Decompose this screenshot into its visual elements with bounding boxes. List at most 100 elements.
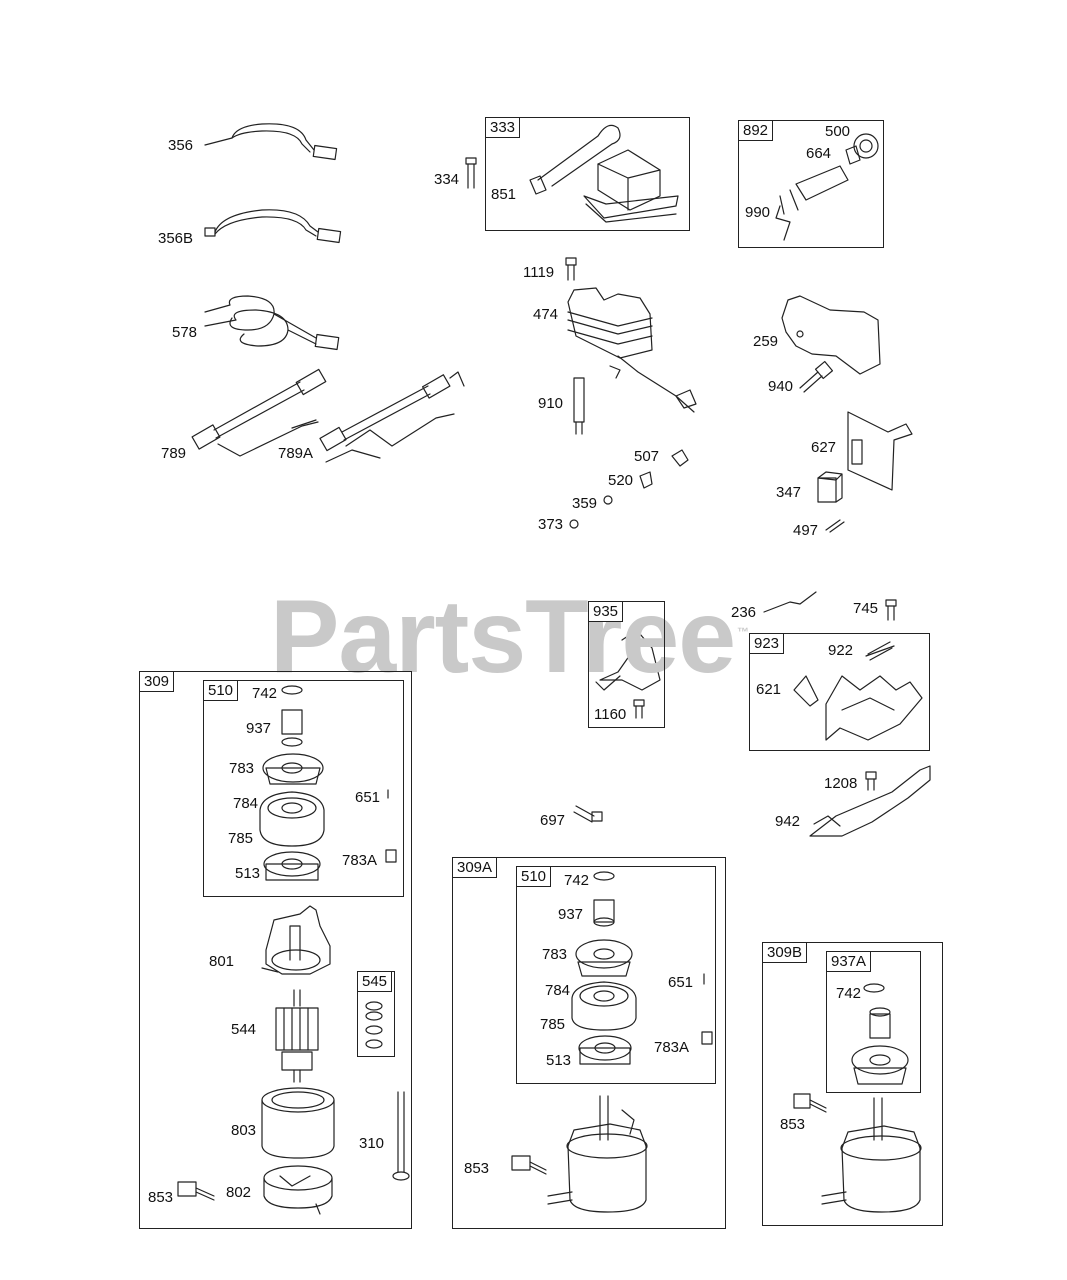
assembly-tag-935[interactable]: 935: [589, 602, 624, 622]
callout-783a-309a[interactable]: 783A: [654, 1039, 690, 1056]
armature-544-drawing: [275, 989, 319, 1083]
callout-513-309a[interactable]: 513: [546, 1052, 572, 1069]
callout-651-309a[interactable]: 651: [668, 974, 694, 991]
callout-664[interactable]: 664: [806, 145, 832, 162]
callout-785-309[interactable]: 785: [228, 830, 254, 847]
assembly-box-309: 309: [139, 671, 412, 1229]
callout-474[interactable]: 474: [533, 306, 559, 323]
callout-789[interactable]: 789: [161, 445, 187, 462]
module-333-drawing: [529, 124, 679, 223]
callout-1119[interactable]: 1119: [523, 264, 555, 281]
callout-697[interactable]: 697: [540, 812, 566, 829]
callout-742-309[interactable]: 742: [252, 685, 278, 702]
callout-853-309b[interactable]: 853: [780, 1116, 806, 1133]
callout-922[interactable]: 922: [828, 642, 854, 659]
assembly-box-935: 935: [588, 601, 665, 728]
assembly-box-545: 545: [357, 971, 395, 1057]
callout-940[interactable]: 940: [768, 378, 794, 395]
callout-356b[interactable]: 356B: [158, 230, 194, 247]
callout-784-309a[interactable]: 784: [545, 982, 571, 999]
wire-578-drawing: [204, 295, 340, 351]
starter-309-end-cap-drawing: [261, 905, 331, 975]
callout-500[interactable]: 500: [825, 123, 851, 140]
callout-783-309a[interactable]: 783: [542, 946, 568, 963]
callout-1160[interactable]: 1160: [594, 706, 627, 723]
plate-627-drawing: [847, 411, 913, 491]
callout-853-309a[interactable]: 853: [464, 1160, 490, 1177]
callout-785-309a[interactable]: 785: [540, 1016, 566, 1033]
connector-853-b-drawing: [511, 1155, 547, 1175]
callout-803[interactable]: 803: [231, 1122, 257, 1139]
callout-742-309b[interactable]: 742: [836, 985, 862, 1002]
block-347-drawing: [817, 471, 843, 503]
assembly-tag-333[interactable]: 333: [486, 118, 521, 138]
callout-513-309[interactable]: 513: [235, 865, 261, 882]
assembly-tag-545[interactable]: 545: [358, 972, 393, 992]
callout-520[interactable]: 520: [608, 472, 634, 489]
assembly-box-309b: 309B: [762, 942, 943, 1226]
assembly-tag-309[interactable]: 309: [140, 672, 175, 692]
callout-990[interactable]: 990: [745, 204, 771, 221]
callout-801[interactable]: 801: [209, 953, 235, 970]
callout-910[interactable]: 910: [538, 395, 564, 412]
callout-942[interactable]: 942: [775, 813, 801, 830]
assembly-tag-309b[interactable]: 309B: [763, 943, 808, 963]
callout-259[interactable]: 259: [753, 333, 779, 350]
callout-621[interactable]: 621: [756, 681, 782, 698]
assembly-tag-937a[interactable]: 937A: [827, 952, 872, 972]
callout-359[interactable]: 359: [572, 495, 598, 512]
callout-784-309[interactable]: 784: [233, 795, 259, 812]
small-hardware-drawing: [569, 449, 689, 529]
connector-853-a-drawing: [177, 1181, 215, 1201]
callout-497[interactable]: 497: [793, 522, 819, 539]
callout-853-309[interactable]: 853: [148, 1189, 174, 1206]
callout-851[interactable]: 851: [491, 186, 517, 203]
bolt-745-drawing: [885, 599, 897, 621]
callout-789a[interactable]: 789A: [278, 445, 314, 462]
callout-544[interactable]: 544: [231, 1021, 257, 1038]
assembly-tag-510-b[interactable]: 510: [517, 867, 552, 887]
callout-742-309a[interactable]: 742: [564, 872, 590, 889]
callout-236[interactable]: 236: [731, 604, 757, 621]
wire-789a-drawing: [319, 371, 465, 463]
callout-651-309[interactable]: 651: [355, 789, 381, 806]
starter-309b-drive-drawing: [851, 983, 909, 1085]
callout-373[interactable]: 373: [538, 516, 564, 533]
callout-356[interactable]: 356: [168, 137, 194, 154]
callout-1208[interactable]: 1208: [824, 775, 858, 792]
starter-309-drive-drawing: [259, 685, 397, 881]
callout-334[interactable]: 334: [434, 171, 460, 188]
bracket-935-drawing: [595, 631, 661, 691]
rod-236-drawing: [763, 591, 817, 613]
callout-627[interactable]: 627: [811, 439, 837, 456]
callout-783a-309[interactable]: 783A: [342, 852, 378, 869]
callout-783-309[interactable]: 783: [229, 760, 255, 777]
starter-309a-motor-drawing: [547, 1095, 648, 1213]
callout-310[interactable]: 310: [359, 1135, 385, 1152]
assembly-box-333: 333: [485, 117, 690, 231]
starter-309a-drive-drawing: [571, 871, 713, 1065]
wire-356b-drawing: [204, 209, 342, 244]
callout-507[interactable]: 507: [634, 448, 660, 465]
callout-802[interactable]: 802: [226, 1184, 252, 1201]
governor-923-drawing: [793, 641, 923, 741]
callout-745[interactable]: 745: [853, 600, 879, 617]
callout-937-309[interactable]: 937: [246, 720, 272, 737]
assembly-tag-510-a[interactable]: 510: [204, 681, 239, 701]
assembly-tag-892[interactable]: 892: [739, 121, 774, 141]
assembly-box-923: 923: [749, 633, 930, 751]
assembly-tag-923[interactable]: 923: [750, 634, 785, 654]
module-474-drawing: [567, 287, 697, 413]
starter-309b-motor-drawing: [821, 1097, 922, 1213]
assembly-box-510-b: 510: [516, 866, 716, 1084]
callout-937-309a[interactable]: 937: [558, 906, 584, 923]
callout-578[interactable]: 578: [172, 324, 198, 341]
assembly-box-892: 892: [738, 120, 884, 248]
housing-803-drawing: [261, 1087, 335, 1159]
assembly-tag-309a[interactable]: 309A: [453, 858, 498, 878]
bolt-1119-drawing: [565, 257, 577, 281]
wire-789-drawing: [191, 368, 327, 457]
callout-347[interactable]: 347: [776, 484, 802, 501]
wire-356-drawing: [204, 123, 338, 161]
